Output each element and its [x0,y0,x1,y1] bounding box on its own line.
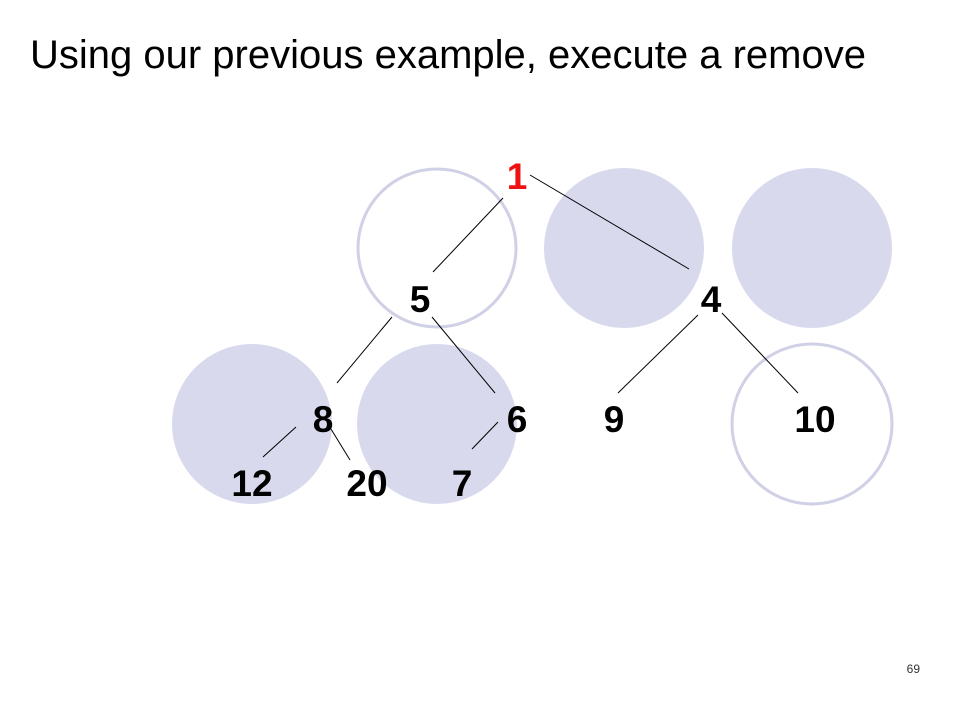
tree-node-12: 12 [231,463,272,504]
tree-edge-n5-n8 [336,316,393,384]
tree-edge-n4-n10 [721,312,799,394]
tree-node-20: 20 [346,463,387,504]
decorative-circle-filled [732,168,892,328]
decorative-circle-filled [357,344,517,504]
decorative-circle-filled [544,168,704,328]
tree-node-5: 5 [410,279,431,320]
tree-node-1: 1 [507,156,528,197]
decorative-circle-filled [172,344,332,504]
tree-node-4: 4 [701,279,722,320]
page-number: 69 [906,662,920,676]
tree-node-labels: 1 5 4 8 6 9 10 12 20 7 [231,156,835,504]
tree-edge-n4-n9 [617,314,699,394]
tree-node-10: 10 [794,399,835,440]
tree-edge-n8-n12 [262,426,297,458]
tree-node-8: 8 [313,399,334,440]
tree-node-7: 7 [452,463,473,504]
tree-edge-n1-n5 [432,197,504,273]
decorative-circle-outline [356,167,518,329]
tree-edge-n6-n7 [471,421,499,450]
tree-node-6: 6 [507,399,528,440]
tree-edge-n1-n4 [529,174,690,270]
tree-node-9: 9 [604,399,625,440]
tree-edges [262,174,799,461]
slide-title: Using our previous example, execute a re… [30,33,866,77]
decorative-circles [172,167,894,506]
decorative-circle-outline [730,342,894,506]
tree-edge-n5-n6 [431,316,496,394]
tree-edge-n8-n20 [330,428,351,461]
